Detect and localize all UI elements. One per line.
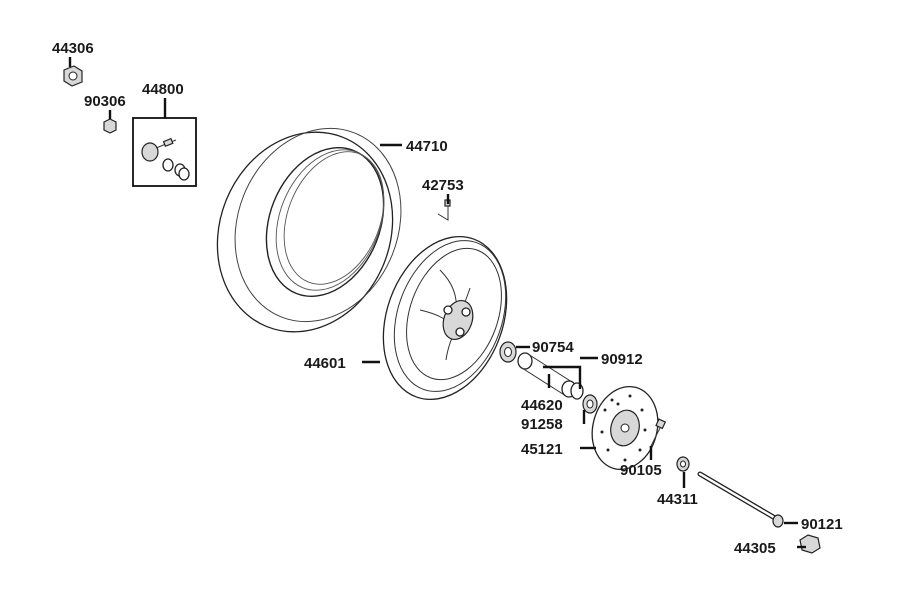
label-91258: 91258: [521, 416, 563, 433]
part-labels: 44306 90306 44800 44710 42753 44601 9075…: [52, 40, 843, 557]
label-44601: 44601: [304, 355, 346, 372]
bolt-90105-part: [649, 418, 667, 449]
axle-90121-part: [697, 471, 784, 528]
label-42753: 42753: [422, 177, 464, 194]
label-90912: 90912: [601, 351, 643, 368]
label-44800: 44800: [142, 81, 184, 98]
brake-disc-45121-part: [591, 385, 659, 471]
label-44710: 44710: [406, 138, 448, 155]
collar-44311-part: [676, 456, 690, 472]
label-45121: 45121: [521, 441, 563, 458]
seal-91258-part: [582, 394, 598, 414]
wheel-rim-part: [382, 235, 508, 401]
axle-nut-44305-part: [799, 534, 821, 554]
bearing-90754-part: [499, 341, 517, 363]
leader-90912-bracket: [543, 365, 582, 389]
label-44305: 44305: [734, 540, 776, 557]
label-90105: 90105: [620, 462, 662, 479]
spacer-44620-part: [517, 352, 577, 398]
leader-lines: [68, 57, 806, 549]
tire-part: [216, 127, 402, 333]
label-90306: 90306: [84, 93, 126, 110]
kit-44800-box: [132, 117, 197, 187]
washer-90306-part: [103, 118, 117, 134]
label-44306: 44306: [52, 40, 94, 57]
label-44620: 44620: [521, 397, 563, 414]
label-90121: 90121: [801, 516, 843, 533]
nut-44306-part: [63, 65, 83, 87]
label-90754: 90754: [532, 339, 574, 356]
label-44311: 44311: [657, 491, 698, 508]
